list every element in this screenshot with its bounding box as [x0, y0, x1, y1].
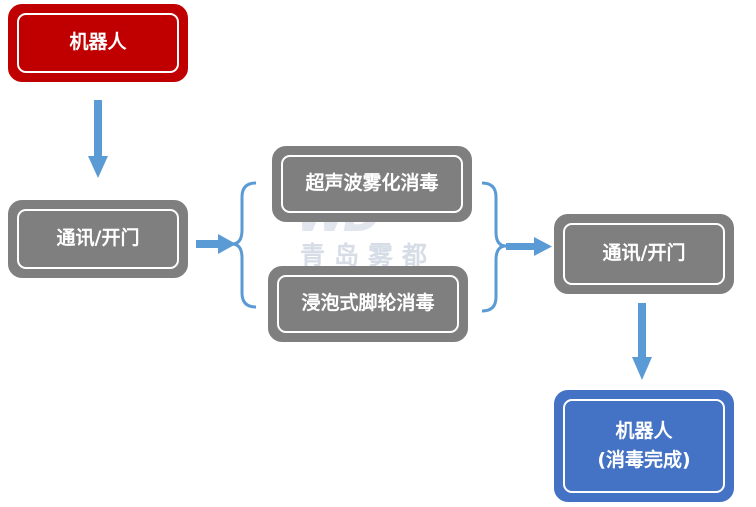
arrow-down-2 — [632, 303, 652, 380]
watermark-text: 青岛雾都 — [300, 241, 437, 270]
left-brace — [231, 181, 257, 309]
node-robot-end: 机器人 (消毒完成) — [554, 390, 734, 502]
node-foam-wheel-disinfection: 浸泡式脚轮消毒 — [268, 266, 468, 342]
node-comm-open-1: 通讯/开门 — [8, 200, 188, 278]
right-brace — [481, 181, 507, 313]
node-ultrasonic-label: 超声波雾化消毒 — [305, 172, 439, 195]
node-foam-wheel-label: 浸泡式脚轮消毒 — [301, 292, 435, 315]
node-ultrasonic-disinfection: 超声波雾化消毒 — [272, 146, 472, 222]
arrow-right-2 — [506, 237, 552, 256]
node-comm-open-1-label: 通讯/开门 — [56, 227, 140, 250]
node-robot-end-label-line2: (消毒完成) — [597, 449, 691, 471]
node-robot-end-label-line1: 机器人 — [615, 419, 673, 442]
node-comm-open-2-label: 通讯/开门 — [602, 242, 686, 265]
node-comm-open-2: 通讯/开门 — [554, 214, 734, 294]
arrow-right-1 — [196, 234, 236, 254]
arrow-down-1 — [88, 100, 108, 178]
node-robot-start: 机器人 — [8, 4, 188, 82]
node-robot-start-label: 机器人 — [69, 31, 127, 54]
